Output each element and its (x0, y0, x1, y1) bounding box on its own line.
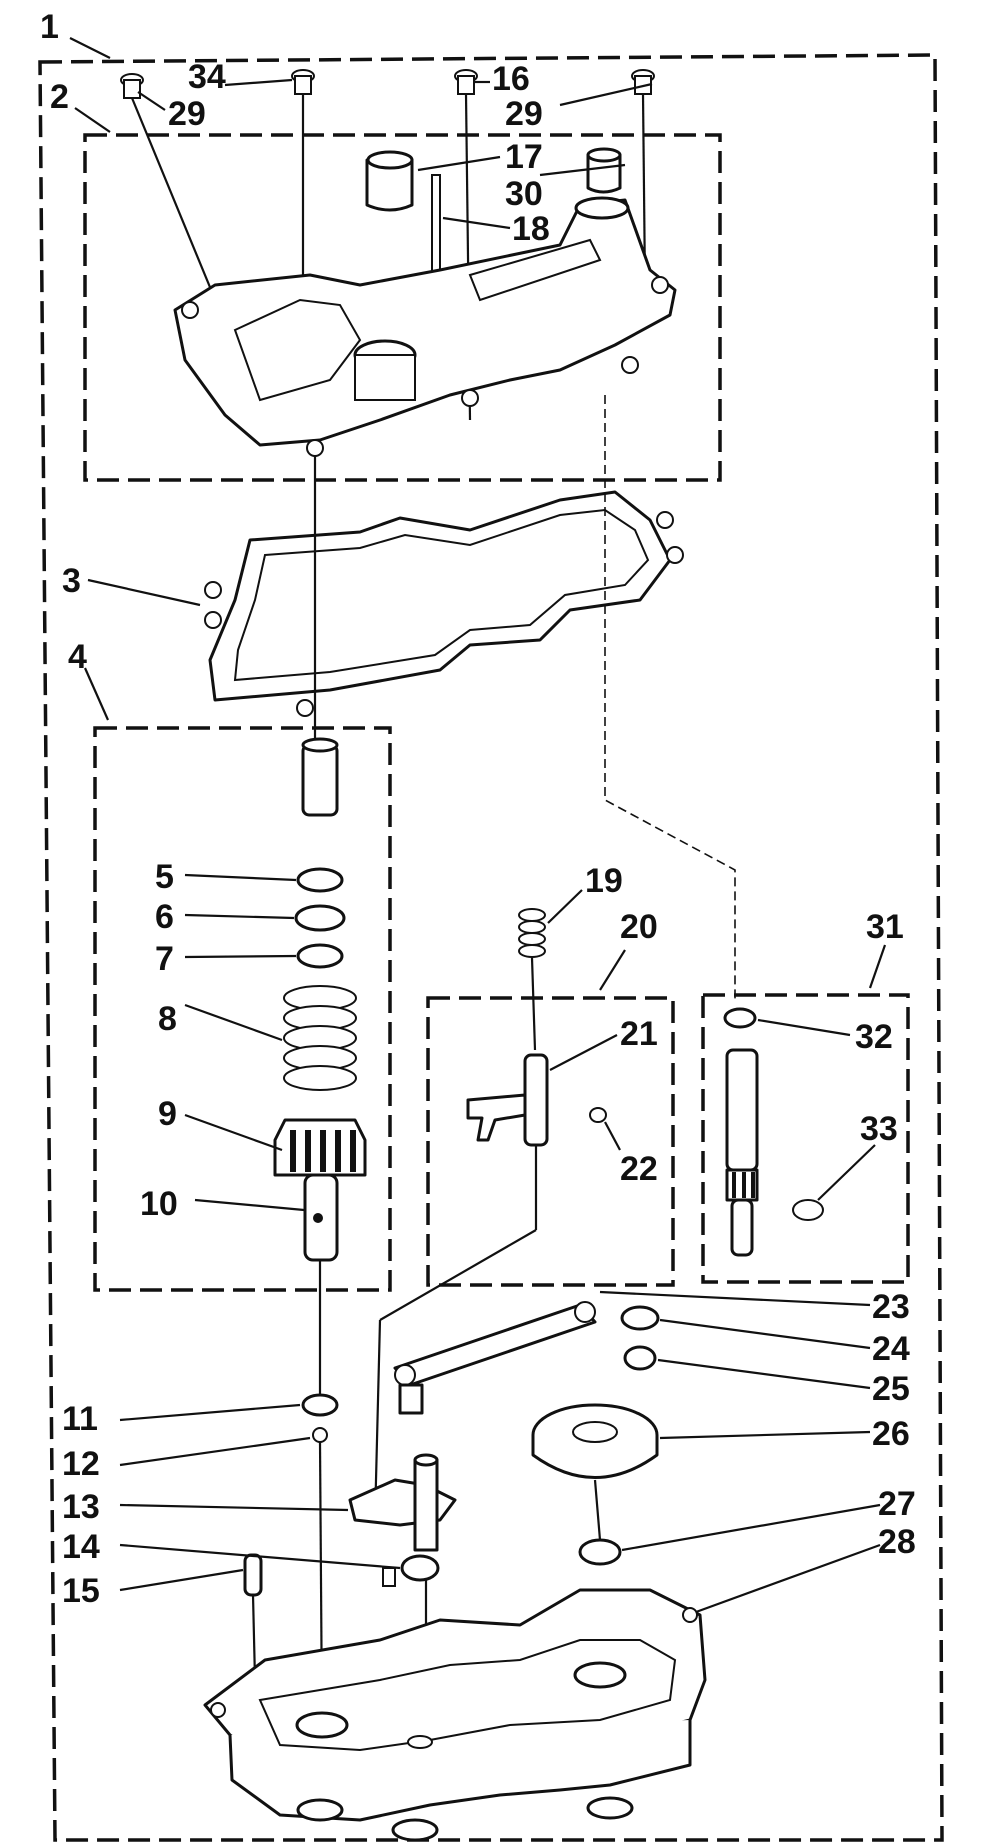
pin-14 (382, 1554, 440, 1587)
callout-5: 5 (155, 858, 174, 896)
pinion-gear-9 (273, 1118, 367, 1177)
shaft-group-box (93, 726, 392, 1292)
washer-25 (623, 1345, 657, 1371)
agitator-shaft-top (301, 737, 339, 817)
screw-16 (454, 69, 478, 95)
callout-23: 23 (872, 1288, 910, 1326)
crank-13 (348, 1453, 457, 1552)
assembly-boundary (38, 53, 944, 1842)
gasket-3 (204, 490, 684, 717)
washer-6 (294, 904, 346, 932)
drive-link-23 (393, 1301, 597, 1415)
callout-29-left: 29 (168, 95, 206, 133)
callout-20: 20 (620, 908, 658, 946)
spring-8 (283, 985, 357, 1091)
callout-29-right: 29 (505, 95, 543, 133)
callout-21: 21 (620, 1015, 658, 1053)
washer-11 (301, 1393, 339, 1417)
callout-31: 31 (866, 908, 904, 946)
callout-33: 33 (860, 1110, 898, 1148)
callout-1: 1 (40, 8, 59, 46)
callout-4: 4 (68, 638, 87, 676)
screw-34 (291, 69, 315, 95)
callout-30: 30 (505, 175, 543, 213)
shaft-10 (303, 1173, 339, 1262)
callout-10: 10 (140, 1185, 178, 1223)
callout-15: 15 (62, 1572, 100, 1610)
ball-12 (312, 1427, 328, 1443)
ring-33 (792, 1199, 824, 1221)
callout-6: 6 (155, 898, 174, 936)
ring-22 (589, 1107, 607, 1123)
callout-16: 16 (492, 60, 530, 98)
washer-24 (620, 1305, 660, 1331)
washer-32 (723, 1007, 757, 1029)
callout-19: 19 (585, 862, 623, 900)
callout-7: 7 (155, 940, 174, 978)
bushing-30 (586, 147, 622, 194)
callout-14: 14 (62, 1528, 100, 1566)
callout-17: 17 (505, 138, 543, 176)
gear-case-28 (203, 1588, 707, 1842)
dowel-pin-15 (243, 1553, 263, 1597)
callout-2: 2 (50, 78, 69, 116)
callout-12: 12 (62, 1445, 100, 1483)
shifter-fork-21 (466, 1053, 549, 1147)
callout-27: 27 (878, 1485, 916, 1523)
callout-3: 3 (62, 562, 81, 600)
bushing-17 (365, 150, 414, 212)
callout-25: 25 (872, 1370, 910, 1408)
callout-22: 22 (620, 1150, 658, 1188)
callout-32: 32 (855, 1018, 893, 1056)
cover-group-box (83, 133, 722, 482)
callout-24: 24 (872, 1330, 910, 1368)
screw-29-right (631, 69, 655, 95)
pinion-shaft-31 (725, 1048, 759, 1257)
main-gear-26 (531, 1403, 659, 1479)
spring-19 (518, 908, 546, 958)
shifter-group-box (426, 996, 675, 1287)
washer-27 (578, 1538, 622, 1566)
callout-13: 13 (62, 1488, 100, 1526)
pinion-group-box (701, 993, 910, 1284)
callout-34: 34 (188, 58, 226, 96)
washer-7 (296, 943, 344, 969)
washer-5 (296, 867, 344, 893)
callout-8: 8 (158, 1000, 177, 1038)
callout-18: 18 (512, 210, 550, 248)
callout-9: 9 (158, 1095, 177, 1133)
callout-11: 11 (62, 1400, 98, 1438)
callout-28: 28 (878, 1523, 916, 1561)
gear-case-cover (173, 196, 677, 457)
callout-26: 26 (872, 1415, 910, 1453)
